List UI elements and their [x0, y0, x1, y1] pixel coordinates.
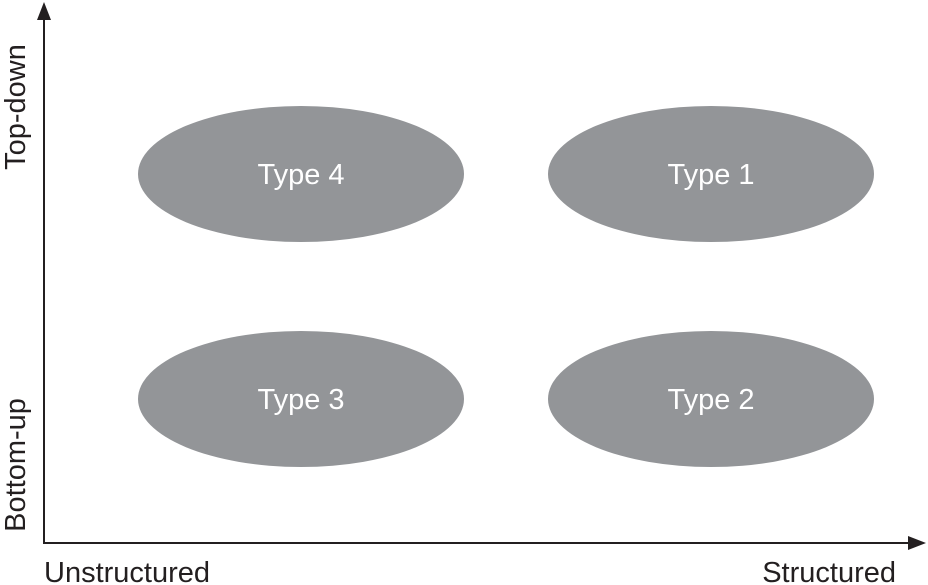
- type-1-label: Type 1: [667, 159, 754, 191]
- y-axis-min-label: Bottom-up: [0, 398, 32, 532]
- x-axis-arrow-icon: [908, 536, 926, 550]
- type-4-ellipse: [138, 106, 464, 242]
- y-axis-max-label: Top-down: [0, 44, 32, 170]
- type-2-ellipse: [548, 331, 874, 467]
- type-1-ellipse: [548, 106, 874, 242]
- quadrant-bottom-left: Type 3: [138, 331, 464, 467]
- type-2-label: Type 2: [667, 384, 754, 416]
- type-4-label: Type 4: [257, 159, 344, 191]
- x-axis-min-label: Unstructured: [44, 557, 210, 585]
- y-axis-arrow-icon: [37, 2, 51, 20]
- x-axis-max-label: Structured: [762, 557, 896, 585]
- quadrant-top-left: Type 4: [138, 106, 464, 242]
- type-3-label: Type 3: [257, 384, 344, 416]
- quadrant-bottom-right: Type 2: [548, 331, 874, 467]
- type-3-ellipse: [138, 331, 464, 467]
- quadrant-top-right: Type 1: [548, 106, 874, 242]
